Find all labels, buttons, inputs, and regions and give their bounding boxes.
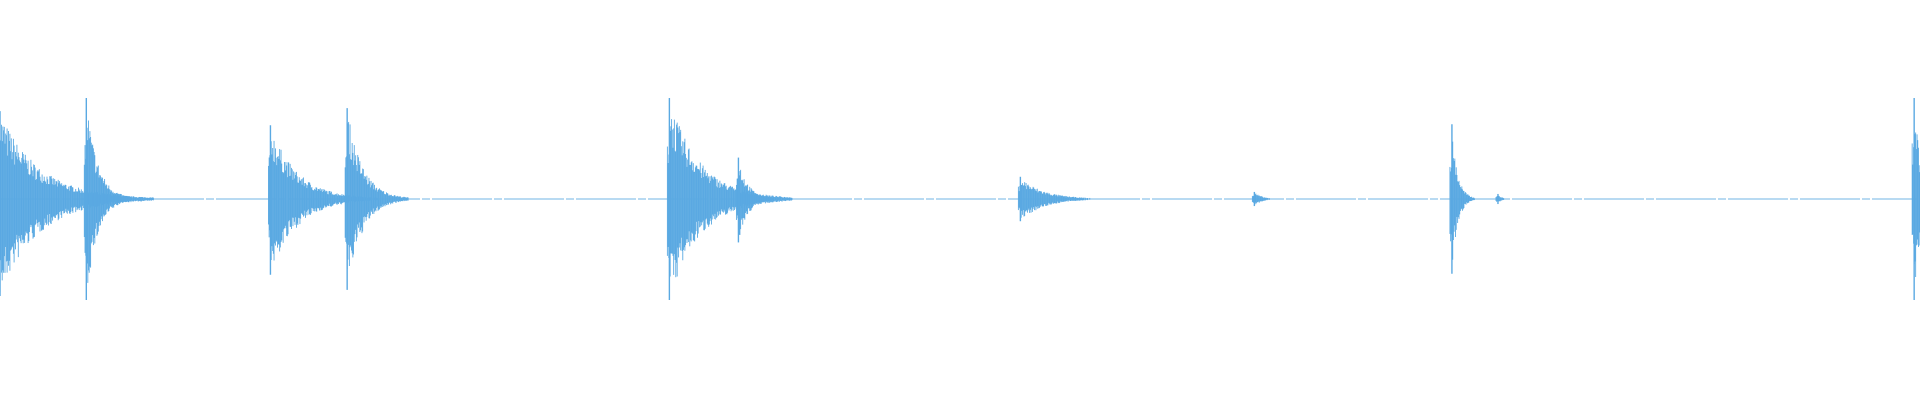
waveform-transient — [344, 108, 409, 290]
waveform-layer — [0, 98, 1920, 300]
waveform-transient — [1449, 124, 1475, 274]
waveform-transient — [1251, 191, 1270, 207]
waveform-transient — [0, 111, 154, 296]
waveform-transient — [735, 157, 774, 243]
waveform-transient — [1017, 176, 1091, 222]
waveform-transient — [1495, 193, 1505, 205]
waveform-transient — [1911, 98, 1920, 300]
waveform-transient — [83, 98, 133, 300]
